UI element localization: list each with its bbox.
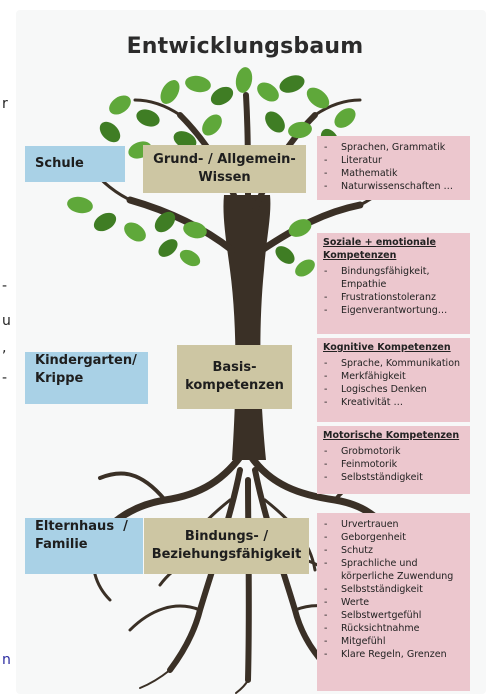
stage-box-elternhaus: Elternhaus / Familie bbox=[25, 518, 143, 574]
detail-item: Bindungsfähigkeit, Empathie bbox=[323, 265, 464, 291]
detail-list: Sprachen, Grammatik Literatur Mathematik… bbox=[323, 141, 464, 193]
detail-list: Bindungsfähigkeit, Empathie Frustrations… bbox=[323, 265, 464, 317]
detail-item: Selbstwertgefühl bbox=[323, 609, 464, 622]
cropped-text-fragment: n bbox=[2, 652, 11, 668]
detail-item: Rücksichtnahme bbox=[323, 622, 464, 635]
detail-item: Klare Regeln, Grenzen bbox=[323, 648, 464, 661]
detail-header: Kognitive Kompetenzen bbox=[323, 342, 451, 353]
detail-item: Mitgefühl bbox=[323, 635, 464, 648]
detail-box-schule: Sprachen, Grammatik Literatur Mathematik… bbox=[317, 136, 470, 200]
detail-item: Logisches Denken bbox=[323, 383, 464, 396]
detail-item: Selbstständigkeit bbox=[323, 583, 464, 596]
competence-label-line: Wissen bbox=[198, 170, 251, 185]
detail-header-line: Soziale + emotionale bbox=[323, 237, 436, 248]
detail-item: Sprachliche und körperliche Zuwendung bbox=[323, 557, 464, 583]
stage-label: Schule bbox=[35, 156, 84, 172]
detail-box-elternhaus: Urvertrauen Geborgenheit Schutz Sprachli… bbox=[317, 513, 470, 691]
stage-label-line: Familie bbox=[35, 536, 88, 552]
detail-item: Merkfähigkeit bbox=[323, 370, 464, 383]
competence-box-allgemeinwissen: Grund- / Allgemein- Wissen bbox=[143, 145, 306, 193]
stage-label-line: Elternhaus / bbox=[35, 519, 128, 534]
detail-item: Kreativität … bbox=[323, 396, 464, 409]
competence-label-line: kompetenzen bbox=[185, 378, 284, 393]
detail-item: Mathematik bbox=[323, 167, 464, 180]
detail-box-motorische-kompetenzen: Motorische Kompetenzen Grobmotorik Feinm… bbox=[317, 426, 470, 494]
detail-item: Schutz bbox=[323, 544, 464, 557]
detail-item: Eigenverantwortung… bbox=[323, 304, 464, 317]
tree-trunk bbox=[223, 195, 271, 460]
stage-box-schule: Schule bbox=[25, 146, 125, 182]
cropped-text-fragment: - bbox=[2, 370, 8, 386]
detail-box-kognitive-kompetenzen: Kognitive Kompetenzen Sprache, Kommunika… bbox=[317, 338, 470, 422]
detail-item: Frustrationstoleranz bbox=[323, 291, 464, 304]
detail-header: Soziale + emotionale Kompetenzen bbox=[323, 237, 464, 263]
stage-label-line: Krippe bbox=[35, 370, 84, 386]
detail-item: Werte bbox=[323, 596, 464, 609]
detail-list: Sprache, Kommunikation Merkfähigkeit Log… bbox=[323, 357, 464, 409]
detail-list: Grobmotorik Feinmotorik Selbstständigkei… bbox=[323, 445, 464, 484]
detail-header: Motorische Kompetenzen bbox=[323, 430, 460, 441]
competence-label-line: Bindungs- / bbox=[184, 529, 269, 545]
cropped-text-fragment: , bbox=[2, 340, 7, 356]
detail-item: Urvertrauen bbox=[323, 518, 464, 531]
cropped-text-fragment: - bbox=[2, 278, 8, 294]
diagram-title: Entwicklungsbaum bbox=[126, 34, 364, 59]
stage-box-kindergarten: Kindergarten/ Krippe bbox=[25, 352, 148, 404]
detail-item: Selbstständigkeit bbox=[323, 471, 464, 484]
detail-item: Literatur bbox=[323, 154, 464, 167]
detail-header-line: Kompetenzen bbox=[323, 249, 397, 261]
competence-label-line: Grund- / Allgemein- bbox=[153, 152, 296, 168]
stage-label-line: Kindergarten/ bbox=[35, 353, 137, 368]
cropped-text-fragment: u bbox=[2, 313, 11, 329]
detail-item: Geborgenheit bbox=[323, 531, 464, 544]
competence-box-basiskompetenzen: Basis- kompetenzen bbox=[177, 345, 292, 409]
detail-list: Urvertrauen Geborgenheit Schutz Sprachli… bbox=[323, 518, 464, 661]
detail-item: Sprache, Kommunikation bbox=[323, 357, 464, 370]
detail-item: Grobmotorik bbox=[323, 445, 464, 458]
cropped-text-fragment: r bbox=[2, 96, 8, 112]
competence-label-line: Beziehungsfähigkeit bbox=[151, 547, 302, 562]
competence-box-bindungsfaehigkeit: Bindungs- / Beziehungsfähigkeit bbox=[144, 518, 309, 574]
detail-item: Feinmotorik bbox=[323, 458, 464, 471]
detail-box-soziale-kompetenzen: Soziale + emotionale Kompetenzen Bindung… bbox=[317, 233, 470, 334]
detail-item: Sprachen, Grammatik bbox=[323, 141, 464, 154]
detail-item: Naturwissenschaften … bbox=[323, 180, 464, 193]
competence-label-line: Basis- bbox=[212, 360, 257, 376]
